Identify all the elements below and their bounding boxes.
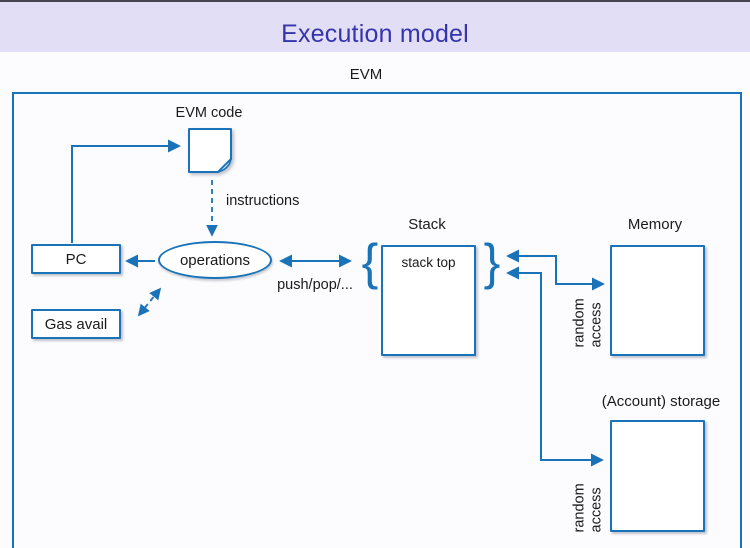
memory-node [610,245,705,356]
evm-container-box [12,92,742,548]
slide-title: Execution model [281,20,469,48]
gas-avail-node: Gas avail [31,309,121,339]
stack-title: Stack [408,216,446,233]
memory-title: Memory [627,216,683,233]
operations-node: operations [158,241,272,279]
arrow-stack-memory [506,249,605,291]
gas-avail-label: Gas avail [44,315,108,333]
storage-node [610,420,705,532]
evm-container-label: EVM [349,66,383,83]
evm-code-label: EVM code [175,105,243,121]
arrow-stack-storage [506,266,604,467]
operations-label: operations [179,251,251,269]
storage-title: (Account) storage [601,393,721,410]
document-folded-corner-icon [188,128,232,173]
arrow-pc-to-evm-code [71,139,181,243]
memory-random-access-label: random access [571,298,605,348]
pc-node: PC [31,244,121,274]
arrow-gas-operations-dashed [137,287,162,317]
stack-top-label: stack top [401,255,456,270]
storage-random-access-label: random access [571,483,605,533]
title-banner [0,2,750,52]
push-pop-label: push/pop/... [277,277,353,293]
stack-node: stack top [381,245,476,356]
instructions-label: instructions [226,193,300,209]
brace-left-glyph: { [361,234,379,290]
pc-label: PC [65,250,87,268]
window-top-edge [0,0,750,2]
brace-right-glyph: } [483,234,501,290]
